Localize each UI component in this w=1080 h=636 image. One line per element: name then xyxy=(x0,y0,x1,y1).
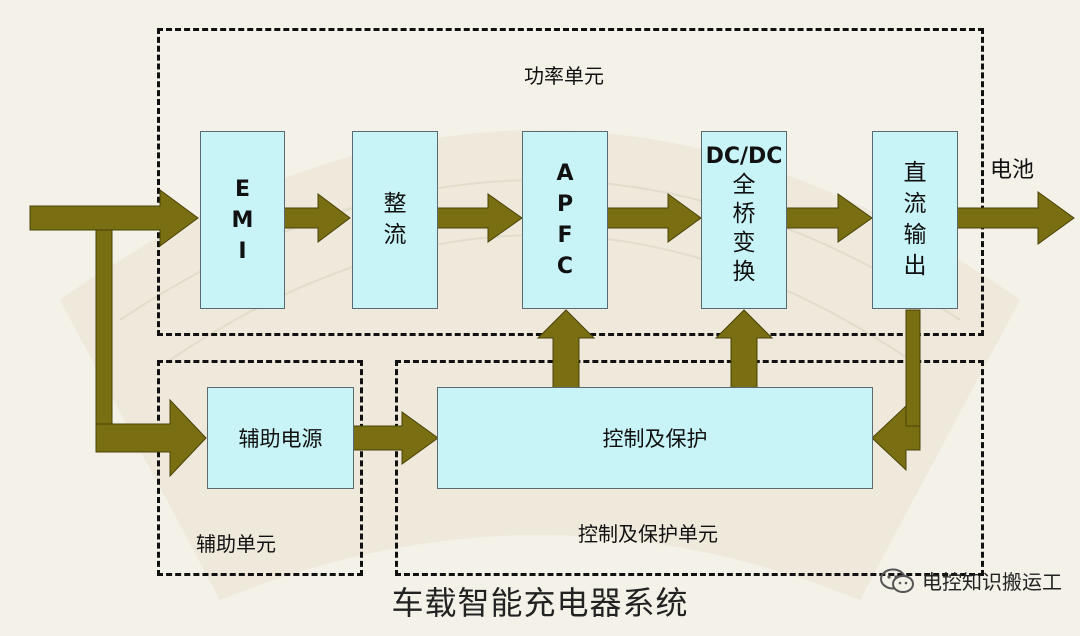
control-unit-region xyxy=(395,360,984,576)
emi-char: E xyxy=(234,176,251,202)
dcdc-label: DC/DC 全 桥 变 换 xyxy=(706,142,783,287)
apfc-char: C xyxy=(556,254,574,279)
dc-output-char: 流 xyxy=(903,191,927,217)
dcdc-char: 全 xyxy=(732,172,756,198)
emi-label: E M I xyxy=(232,174,254,267)
control-label: 控制及保护 xyxy=(602,427,708,451)
output-to-battery-arrow xyxy=(956,191,1075,245)
feedback-down-arrow xyxy=(905,309,921,441)
dcdc-to-output-arrow xyxy=(785,193,873,243)
control-to-dcdc-arrow xyxy=(714,309,774,389)
control-block: 控制及保护 xyxy=(437,387,873,489)
rectifier-label: 整 流 xyxy=(384,189,407,251)
aux-power-label: 辅助电源 xyxy=(238,427,323,451)
rectifier-char: 整 xyxy=(383,191,407,217)
apfc-to-dcdc-arrow xyxy=(606,193,702,243)
emi-char: I xyxy=(238,238,247,264)
rectifier-block: 整 流 xyxy=(352,131,438,309)
watermark: 电控知识搬运工 xyxy=(880,566,1062,595)
diagram-title: 车载智能充电器系统 xyxy=(391,584,689,622)
watermark-text: 电控知识搬运工 xyxy=(922,570,1062,594)
rectifier-to-apfc-arrow xyxy=(436,193,523,243)
dcdc-block: DC/DC 全 桥 变 换 xyxy=(701,131,787,309)
dc-output-block: 直 流 输 出 xyxy=(872,131,958,309)
feedback-left-arrow xyxy=(871,404,921,472)
dcdc-title: DC/DC xyxy=(705,144,783,169)
control-unit-label: 控制及保护单元 xyxy=(578,522,718,546)
input-arrow xyxy=(29,189,199,247)
dc-output-char: 出 xyxy=(903,253,927,279)
aux-unit-region xyxy=(157,360,363,576)
rectifier-char: 流 xyxy=(383,222,407,248)
dc-output-char: 输 xyxy=(903,222,927,248)
apfc-label: A P F C xyxy=(556,158,573,282)
dc-output-label: 直 流 输 出 xyxy=(904,158,927,282)
wechat-icon xyxy=(880,568,914,593)
dcdc-char: 变 xyxy=(732,230,756,256)
emi-to-rectifier-arrow xyxy=(283,193,351,243)
aux-feed-arrow xyxy=(95,398,207,478)
power-unit-label: 功率单元 xyxy=(524,64,604,88)
apfc-char: P xyxy=(556,192,574,217)
apfc-block: A P F C xyxy=(522,131,608,309)
emi-block: E M I xyxy=(200,131,285,309)
battery-label: 电池 xyxy=(990,158,1035,183)
branch-down-arrow xyxy=(95,229,113,433)
dcdc-char: 换 xyxy=(732,259,756,285)
dc-output-char: 直 xyxy=(903,160,927,186)
aux-to-control-arrow xyxy=(352,411,439,465)
control-to-apfc-arrow xyxy=(536,309,596,389)
apfc-char: A xyxy=(556,161,574,186)
apfc-char: F xyxy=(557,223,573,248)
emi-char: M xyxy=(231,207,254,233)
aux-power-block: 辅助电源 xyxy=(207,387,354,489)
dcdc-char: 桥 xyxy=(732,201,756,227)
aux-unit-label: 辅助单元 xyxy=(196,532,276,556)
